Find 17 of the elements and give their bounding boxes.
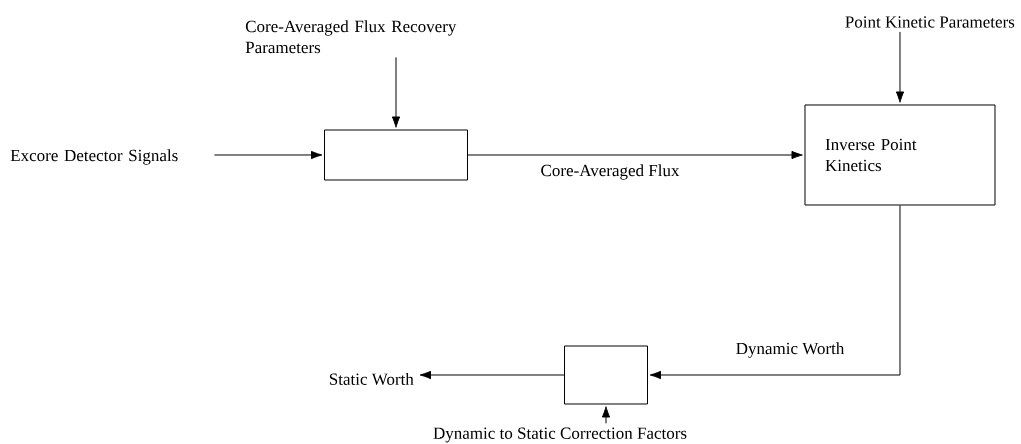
- empty-box: [324, 129, 468, 181]
- arrow: [467, 150, 803, 160]
- arrow: [213, 150, 323, 160]
- text-label: Core-Averaged Flux Recovery Parameters: [245, 20, 457, 54]
- text-label: Excore Detector Signals: [10, 149, 178, 165]
- arrow: [391, 56, 401, 128]
- arrow: [649, 205, 901, 380]
- text-label: Point Kinetic Parameters: [845, 16, 1015, 28]
- arrow: [895, 31, 905, 103]
- text-label: Static Worth: [329, 372, 414, 385]
- edge-label: Core-Averaged Flux: [538, 162, 682, 182]
- text-label: Dynamic to Static Correction Factors: [433, 427, 687, 443]
- arrow: [419, 370, 565, 380]
- empty-box: [564, 345, 648, 405]
- arrow: [601, 406, 611, 424]
- edge-label: Dynamic Worth: [733, 340, 847, 360]
- process-box: Inverse Point Kinetics: [804, 104, 996, 206]
